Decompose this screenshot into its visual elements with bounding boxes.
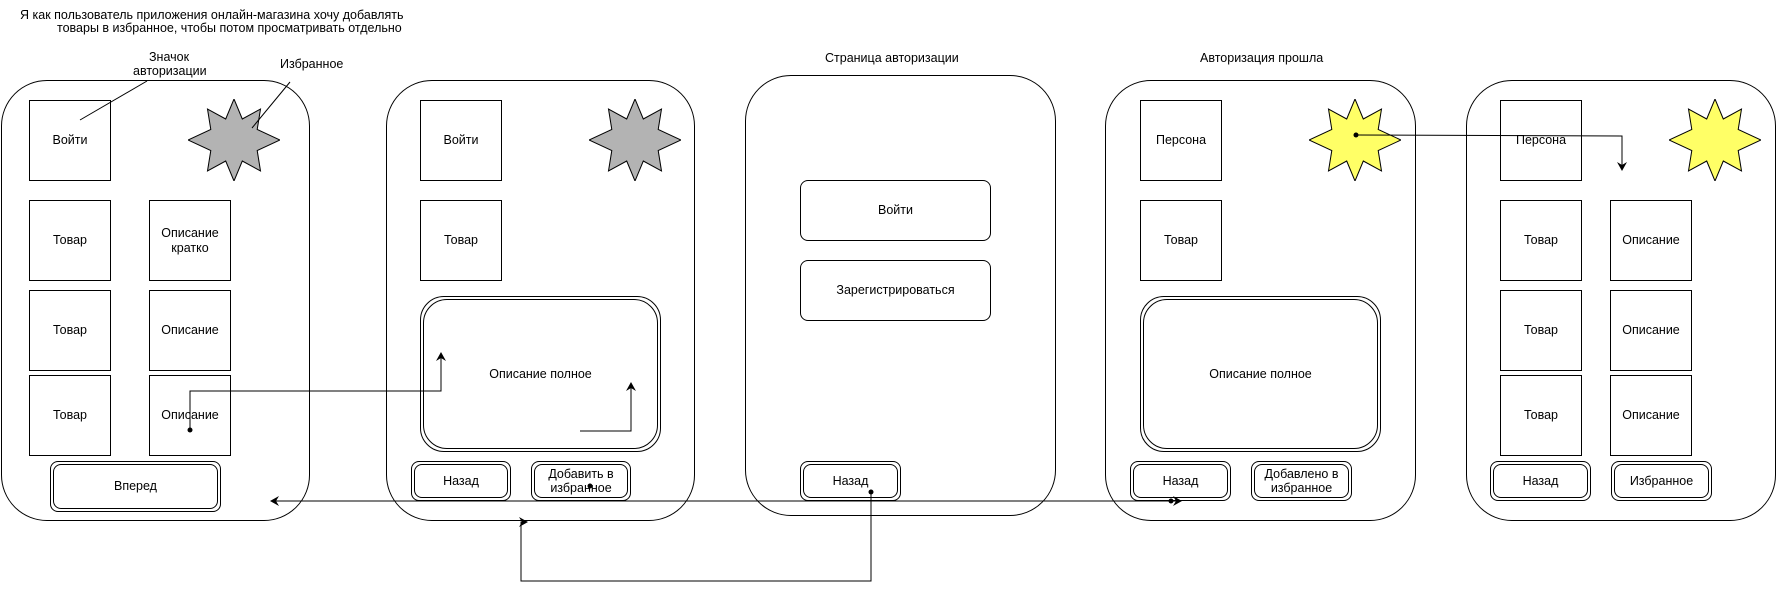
desc-box-2[interactable]: Описание: [149, 290, 231, 371]
register-button[interactable]: Зарегистрироваться: [800, 260, 991, 321]
product-box-2[interactable]: Товар: [29, 290, 111, 371]
annotation-favorites: Избранное: [280, 57, 344, 71]
star-shape: [188, 99, 280, 181]
screen-title-auth-done: Авторизация прошла: [1200, 51, 1324, 65]
product-box-3[interactable]: Товар: [1500, 375, 1582, 456]
desc-box-3[interactable]: Описание: [1610, 375, 1692, 456]
login-button[interactable]: Войти: [800, 180, 991, 241]
full-desc-box: Описание полное: [420, 296, 661, 452]
back-button[interactable]: Назад: [1130, 461, 1231, 501]
persona-box[interactable]: Персона: [1500, 100, 1582, 181]
annotation-auth-icon-line-2: авторизации: [133, 64, 207, 78]
login-box[interactable]: Войти: [420, 100, 502, 181]
user-story-line-2: товары в избранное, чтобы потом просматр…: [57, 21, 402, 35]
add-to-favorites-button[interactable]: Добавить в избранное: [531, 461, 631, 501]
desc-box-1[interactable]: Описание: [1610, 200, 1692, 281]
screen-title-auth: Страница авторизации: [825, 51, 959, 65]
product-box-3[interactable]: Товар: [29, 375, 111, 456]
favorites-star-icon[interactable]: [1669, 99, 1761, 181]
favorites-star-icon[interactable]: [1309, 99, 1401, 181]
user-story-line-1: Я как пользователь приложения онлайн-маг…: [20, 8, 404, 22]
persona-box[interactable]: Персона: [1140, 100, 1222, 181]
annotation-auth-icon-line-1: Значок: [149, 50, 190, 64]
login-box[interactable]: Войти: [29, 100, 111, 181]
product-box-1[interactable]: Товар: [1500, 200, 1582, 281]
back-button[interactable]: Назад: [1490, 461, 1591, 501]
star-shape: [1309, 99, 1401, 181]
favorites-star-icon[interactable]: [188, 99, 280, 181]
favorites-button[interactable]: Избранное: [1611, 461, 1712, 501]
star-shape: [589, 99, 681, 181]
added-to-favorites-button[interactable]: Добавлено в избранное: [1251, 461, 1352, 501]
product-box[interactable]: Товар: [420, 200, 502, 281]
desc-box-3[interactable]: Описание: [149, 375, 231, 456]
back-button[interactable]: Назад: [800, 461, 901, 501]
forward-button[interactable]: Вперед: [50, 461, 221, 512]
product-box[interactable]: Товар: [1140, 200, 1222, 281]
product-box-2[interactable]: Товар: [1500, 290, 1582, 371]
short-desc-box-1[interactable]: Описание кратко: [149, 200, 231, 281]
full-desc-box: Описание полное: [1140, 296, 1381, 452]
desc-box-2[interactable]: Описание: [1610, 290, 1692, 371]
product-box-1[interactable]: Товар: [29, 200, 111, 281]
star-shape: [1669, 99, 1761, 181]
favorites-star-icon[interactable]: [589, 99, 681, 181]
back-button[interactable]: Назад: [411, 461, 511, 501]
